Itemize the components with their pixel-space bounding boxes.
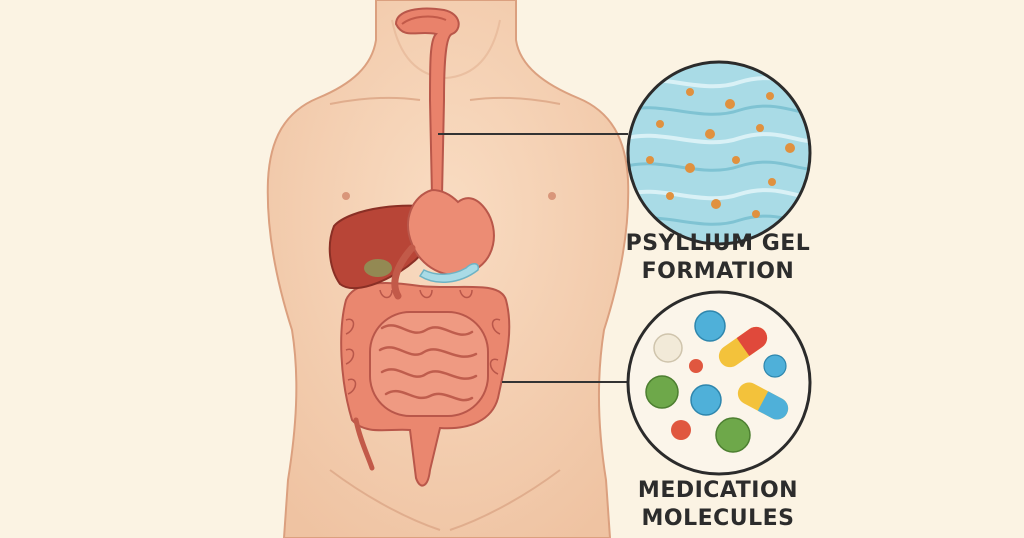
appendix [353, 417, 375, 471]
dot-red [671, 420, 691, 440]
psyllium-gel-label: PSYLLIUM GEL FORMATION [588, 230, 848, 286]
nipple-left [342, 192, 350, 200]
capsule-blue-yellow [737, 382, 789, 420]
sphere-blue [694, 310, 726, 342]
sphere-blue-mid [690, 384, 722, 416]
groin-line-right [449, 469, 561, 531]
medication-label-line2: MOLECULES [641, 506, 795, 531]
collarbone-right [469, 96, 561, 105]
medication-label-line1: MEDICATION [637, 478, 799, 503]
capsule-red-yellow [718, 326, 768, 368]
esophagus-inner [401, 15, 447, 25]
colon-haustra [345, 289, 501, 395]
nipple-right [548, 192, 556, 200]
sphere-blue-small [763, 354, 787, 378]
tablet-white [653, 333, 683, 363]
psyllium-gel-label-line2: FORMATION [641, 259, 795, 284]
groin-line [329, 469, 441, 531]
esophagus [394, 7, 460, 197]
medication-inset-icon [626, 290, 812, 476]
stomach [407, 188, 495, 277]
medication-label: MEDICATION MOLECULES [588, 477, 848, 533]
sphere-green-large [715, 417, 751, 453]
collarbone-left [329, 96, 421, 105]
psyllium-gel-inset-icon [626, 60, 812, 246]
small-intestine [369, 311, 489, 417]
stomach-gel-lining [418, 263, 480, 283]
psyllium-gel-label-line1: PSYLLIUM GEL [625, 231, 811, 256]
duodenum [391, 244, 416, 300]
neck-shading [391, 19, 501, 80]
dot-red-small [689, 359, 703, 373]
gallbladder [364, 259, 392, 277]
sphere-green [645, 375, 679, 409]
